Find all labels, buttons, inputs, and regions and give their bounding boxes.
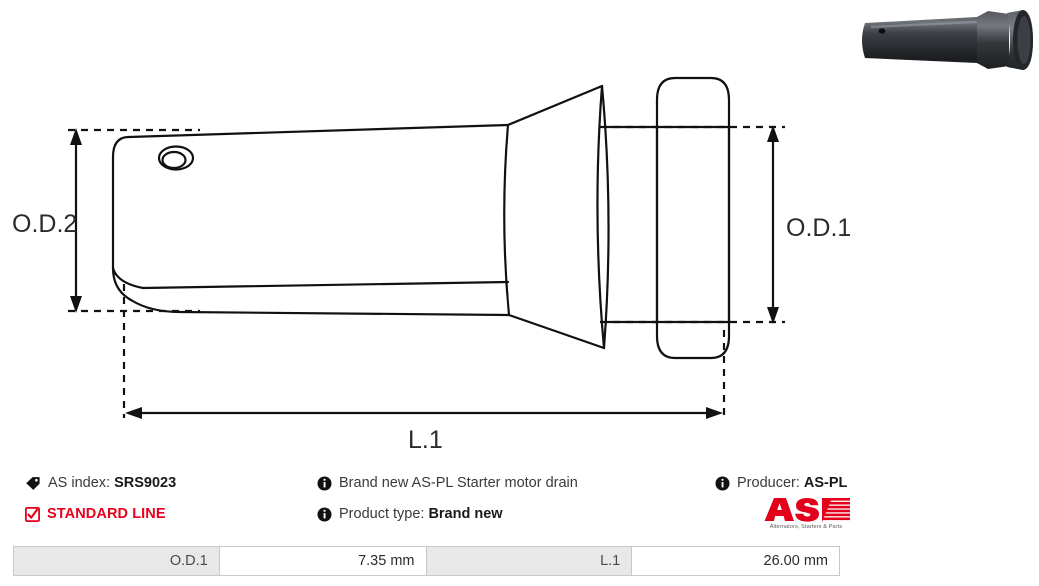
logo-tagline: Alternators, Starters & Parts [769, 524, 843, 530]
as-index-row: AS index: SRS9023 [25, 476, 176, 491]
product-info-block: AS index: SRS9023 STANDARD LINE Brand ne… [0, 470, 1039, 532]
dim-od1-arrow-top [767, 125, 779, 142]
cone-top-edge [506, 84, 604, 127]
product-type-row: Product type: Brand new [317, 507, 503, 522]
dim-od2-arrow-bottom [70, 296, 82, 313]
photo-flange [977, 11, 1009, 69]
body-bottom-edge [129, 298, 511, 317]
product-type-label: Product type: [339, 506, 425, 523]
spec-value-l1: 26.00 mm [632, 547, 839, 575]
spec-value-od1: 7.35 mm [219, 547, 427, 575]
checkbox-checked-icon [25, 507, 40, 522]
body-top-edge [127, 123, 510, 139]
dim-od2-arrow-top [70, 128, 82, 145]
cone-left-ellipse [503, 123, 511, 317]
specifications-table: O.D.1 7.35 mm L.1 26.00 mm [13, 546, 840, 576]
description-row: Brand new AS-PL Starter motor drain [317, 476, 578, 491]
product-photo [857, 2, 1037, 78]
label-l1: L.1 [408, 426, 443, 454]
as-index-value: SRS9023 [114, 475, 177, 492]
cone-bottom-edge [507, 313, 606, 350]
standard-line-row: STANDARD LINE [25, 507, 166, 522]
info-icon [317, 507, 332, 522]
body-inner-lower-edge [111, 266, 510, 290]
standard-line-badge: STANDARD LINE [47, 506, 166, 523]
description-text: Brand new AS-PL Starter motor drain [339, 475, 578, 492]
product-type-value: Brand new [428, 506, 503, 523]
as-pl-logo-mark [764, 498, 850, 522]
producer-row: Producer: AS-PL [715, 476, 847, 491]
spec-key-l1: L.1 [426, 547, 633, 575]
cone-right-ellipse [596, 84, 606, 350]
producer-label: Producer: [737, 475, 800, 492]
end-cap-outline [655, 76, 731, 360]
photo-hole [878, 28, 886, 34]
info-icon [317, 476, 332, 491]
label-od2: O.D.2 [12, 210, 77, 238]
drain-hole-outer [157, 145, 195, 171]
as-pl-logo: Alternators, Starters & Parts [760, 496, 852, 536]
body-left-edge [111, 135, 133, 302]
label-od1: O.D.1 [786, 214, 851, 242]
cone-right-ellipse-back [600, 84, 610, 350]
as-index-label: AS index: [48, 475, 111, 492]
producer-value: AS-PL [803, 475, 848, 492]
photo-highlight [870, 20, 978, 29]
dim-l1-arrow-right [706, 407, 723, 419]
photo-cap-inner [1017, 16, 1031, 64]
dim-od1-arrow-bottom [767, 307, 779, 324]
drain-hole-inner [161, 150, 187, 170]
product-photo-image [862, 10, 1033, 70]
photo-shaft [862, 12, 988, 68]
dim-l1-arrow-left [125, 407, 142, 419]
technical-drawing: O.D.2 O.D.1 L.1 [12, 76, 851, 454]
spec-key-od1: O.D.1 [14, 547, 220, 575]
tag-icon [25, 476, 41, 491]
info-icon [715, 476, 730, 491]
technical-drawing-svg: O.D.2 O.D.1 L.1 [12, 76, 851, 454]
